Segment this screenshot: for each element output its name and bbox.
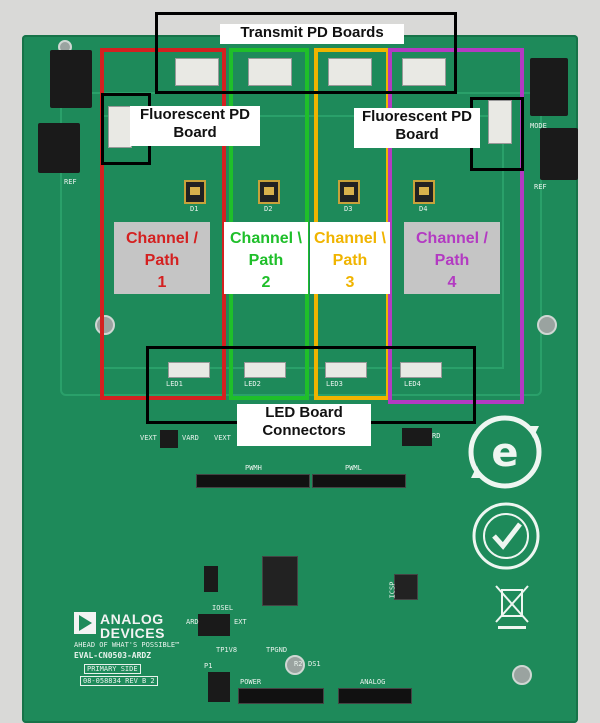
transmit-connector-3 xyxy=(328,58,372,86)
power-header xyxy=(238,688,324,704)
fluorescent-connector-right xyxy=(488,100,512,144)
silk-pwmh: PWMH xyxy=(245,464,262,472)
channel-4-line2: Path xyxy=(434,252,470,269)
silk-p1: P1 xyxy=(204,662,213,670)
jumper-vard xyxy=(160,430,178,448)
jumper-p1 xyxy=(208,672,230,702)
weee-bin-icon xyxy=(492,580,532,630)
jumper-rd xyxy=(402,428,432,446)
channel-4-label: Channel / Path 4 xyxy=(404,222,500,294)
led-connector-1 xyxy=(168,362,210,378)
icsp-header xyxy=(394,574,418,600)
transmit-connector-2 xyxy=(248,58,292,86)
mount-hole xyxy=(285,655,305,675)
analog-header xyxy=(338,688,412,704)
silk-icsp: ICSP xyxy=(388,581,397,599)
silk-r2: R2 xyxy=(294,660,303,668)
silk-pwml: PWML xyxy=(345,464,362,472)
channel-2-line3: 2 xyxy=(261,274,271,291)
silk-led4: LED4 xyxy=(404,380,421,388)
silk-d3: D3 xyxy=(344,205,353,213)
silk-vext-left: VEXT xyxy=(140,434,157,442)
label-led-connectors: LED Board Connectors xyxy=(237,404,371,446)
header-right-bottom xyxy=(540,128,578,180)
transmit-pd-box xyxy=(155,12,457,94)
silk-ref-right: REF xyxy=(534,183,547,191)
photodiode-d4 xyxy=(413,180,435,204)
pwml-header xyxy=(312,474,406,488)
silk-ref-left: REF xyxy=(64,178,77,186)
silk-led2: LED2 xyxy=(244,380,261,388)
silk-rd: RD xyxy=(432,432,441,440)
silk-primary-side: PRIMARY SIDE xyxy=(84,664,141,674)
silk-d2: D2 xyxy=(264,205,273,213)
silk-board-name: EVAL-CN0503-ARDZ xyxy=(74,651,152,660)
photodiode-d2 xyxy=(258,180,280,204)
label-transmit: Transmit PD Boards xyxy=(220,24,404,44)
pcb-board xyxy=(22,35,578,723)
mount-hole xyxy=(537,315,557,335)
silk-tpgnd: TPGND xyxy=(266,646,288,654)
svg-text:e: e xyxy=(491,430,518,476)
silk-iosel: IOSEL xyxy=(212,604,234,612)
transmit-connector-4 xyxy=(402,58,446,86)
channel-2-line1: Channel \ xyxy=(229,230,302,247)
channel-3-line2: Path xyxy=(332,252,368,269)
pwmh-header xyxy=(196,474,310,488)
channel-4-line1: Channel / xyxy=(415,230,488,247)
header-left-top xyxy=(50,50,92,108)
led-connector-2 xyxy=(244,362,286,378)
silk-led3: LED3 xyxy=(326,380,343,388)
silk-ard: ARD xyxy=(186,618,199,626)
channel-3-line3: 3 xyxy=(345,274,355,291)
silk-d4: D4 xyxy=(419,205,428,213)
brand-line1: ANALOG xyxy=(100,611,164,627)
label-fluorescent-right: Fluorescent PD Board xyxy=(354,108,480,148)
silk-d1: D1 xyxy=(190,205,199,213)
ic-u4 xyxy=(204,566,218,592)
silk-ds1: DS1 xyxy=(308,660,321,668)
mount-hole xyxy=(512,665,532,685)
channel-2-line2: Path xyxy=(248,252,284,269)
center-pin-header xyxy=(262,556,298,606)
photodiode-d3 xyxy=(338,180,360,204)
photodiode-d1 xyxy=(184,180,206,204)
header-left-bottom xyxy=(38,123,80,173)
label-fluorescent-left: Fluorescent PD Board xyxy=(130,106,260,146)
channel-3-line1: Channel \ xyxy=(313,230,386,247)
brand-line2: DEVICES xyxy=(100,625,165,641)
e-recycle-icon: e xyxy=(465,412,545,492)
channel-1-line3: 1 xyxy=(157,274,167,291)
silk-analog: ANALOG xyxy=(360,678,386,686)
channel-4-line3: 4 xyxy=(447,274,457,291)
channel-3-label: Channel \ Path 3 xyxy=(310,222,390,294)
led-connector-4 xyxy=(400,362,442,378)
silk-power: POWER xyxy=(240,678,262,686)
analog-devices-logo-icon xyxy=(74,612,96,634)
channel-1-line1: Channel / xyxy=(125,230,198,247)
silk-tp1v8: TP1V8 xyxy=(216,646,238,654)
led-connector-3 xyxy=(325,362,367,378)
channel-2-label: Channel \ Path 2 xyxy=(224,222,308,294)
silk-led1: LED1 xyxy=(166,380,183,388)
silk-vard: VARD xyxy=(182,434,199,442)
silk-ext: EXT xyxy=(234,618,247,626)
transmit-connector-1 xyxy=(175,58,219,86)
rohs-icon xyxy=(470,500,542,572)
silk-mode-right: MODE xyxy=(530,122,547,130)
silk-tagline: AHEAD OF WHAT'S POSSIBLE™ xyxy=(74,641,180,649)
channel-1-line2: Path xyxy=(144,252,180,269)
silk-rev: 08-058834 REV B 2 xyxy=(80,676,158,686)
channel-1-label: Channel / Path 1 xyxy=(114,222,210,294)
header-right-top xyxy=(530,58,568,116)
jumper-iosel xyxy=(198,614,230,636)
silk-vext-mid: VEXT xyxy=(214,434,231,442)
